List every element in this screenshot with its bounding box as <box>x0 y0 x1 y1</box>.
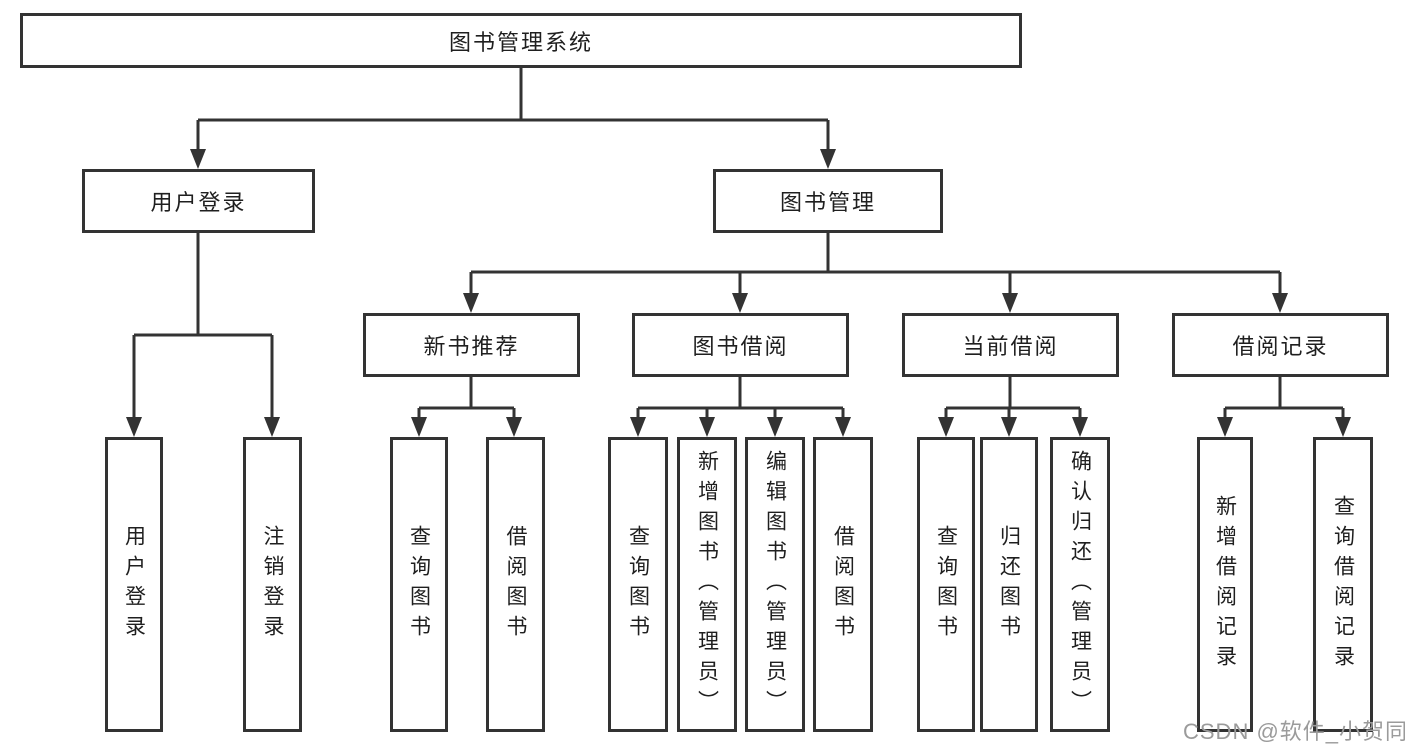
node-new-book-recommend: 新书推荐 <box>363 313 580 377</box>
node-label: 当前借阅 <box>962 334 1059 359</box>
node-label: 查询图书 <box>626 524 650 645</box>
arrow-down-icon <box>126 417 142 437</box>
node-leaf-borrow-books: 借阅图书 <box>813 437 873 732</box>
node-leaf-query-books: 查询图书 <box>390 437 448 732</box>
arrow-down-icon <box>1002 293 1018 313</box>
node-label: 查询图书 <box>934 524 958 645</box>
node-label: 新增图书（管理员） <box>695 449 719 720</box>
node-leaf-add-books-admin: 新增图书（管理员） <box>677 437 737 732</box>
node-label: 新书推荐 <box>423 334 520 359</box>
node-label: 查询借阅记录 <box>1331 494 1355 675</box>
node-leaf-query-books: 查询图书 <box>917 437 975 732</box>
csdn-watermark: CSDN @软件_小贺同学 <box>1183 719 1405 744</box>
arrow-down-icon <box>1072 417 1088 437</box>
arrow-down-icon <box>1335 417 1351 437</box>
arrow-down-icon <box>732 293 748 313</box>
node-leaf-borrow-books: 借阅图书 <box>486 437 545 732</box>
node-current-borrow: 当前借阅 <box>902 313 1119 377</box>
node-label: 注销登录 <box>261 524 284 645</box>
node-leaf-confirm-return-admin: 确认归还（管理员） <box>1050 437 1110 732</box>
node-label: 图书管理系统 <box>448 29 593 55</box>
connector-current-to-leaves <box>944 377 1082 419</box>
node-label: 确认归还（管理员） <box>1068 449 1092 720</box>
node-root-library-system: 图书管理系统 <box>20 13 1022 68</box>
arrow-down-icon <box>190 149 206 169</box>
node-book-borrow: 图书借阅 <box>632 313 849 377</box>
node-leaf-edit-books-admin: 编辑图书（管理员） <box>745 437 805 732</box>
node-label: 查询图书 <box>407 524 431 645</box>
arrow-down-icon <box>938 417 954 437</box>
node-label: 归还图书 <box>997 524 1021 645</box>
arrow-down-icon <box>411 417 427 437</box>
arrow-down-icon <box>463 293 479 313</box>
connector-records-to-leaves <box>1223 377 1345 419</box>
node-leaf-logout: 注销登录 <box>243 437 302 732</box>
arrow-down-icon <box>1001 417 1017 437</box>
node-label: 借阅图书 <box>831 524 855 645</box>
arrow-down-icon <box>264 417 280 437</box>
node-label: 借阅图书 <box>504 524 527 645</box>
node-label: 图书管理 <box>779 190 876 215</box>
node-leaf-query-borrow-record: 查询借阅记录 <box>1313 437 1373 732</box>
connector-login-to-leaves <box>132 233 274 419</box>
node-label: 用户登录 <box>150 190 247 215</box>
arrow-down-icon <box>699 417 715 437</box>
node-user-login-branch: 用户登录 <box>82 169 315 233</box>
arrow-down-icon <box>820 149 836 169</box>
node-book-management-branch: 图书管理 <box>713 169 943 233</box>
node-label: 借阅记录 <box>1232 334 1329 359</box>
connector-mgmt-to-level3 <box>469 233 1282 295</box>
node-borrow-records: 借阅记录 <box>1172 313 1389 377</box>
arrow-down-icon <box>506 417 522 437</box>
node-leaf-return-books: 归还图书 <box>980 437 1038 732</box>
node-label: 编辑图书（管理员） <box>763 449 787 720</box>
connector-root-to-level2 <box>196 68 830 151</box>
arrow-down-icon <box>835 417 851 437</box>
node-leaf-user-login: 用户登录 <box>105 437 163 732</box>
node-leaf-query-books: 查询图书 <box>608 437 668 732</box>
arrow-down-icon <box>1217 417 1233 437</box>
arrow-down-icon <box>630 417 646 437</box>
node-label: 新增借阅记录 <box>1213 494 1237 675</box>
arrow-down-icon <box>1272 293 1288 313</box>
node-label: 用户登录 <box>122 524 146 645</box>
connector-borrow-to-leaves <box>636 377 845 419</box>
connector-rec-to-leaves <box>417 377 516 419</box>
arrow-down-icon <box>767 417 783 437</box>
node-label: 图书借阅 <box>692 334 789 359</box>
node-leaf-add-borrow-record: 新增借阅记录 <box>1197 437 1253 732</box>
arrowheads <box>126 149 1351 437</box>
